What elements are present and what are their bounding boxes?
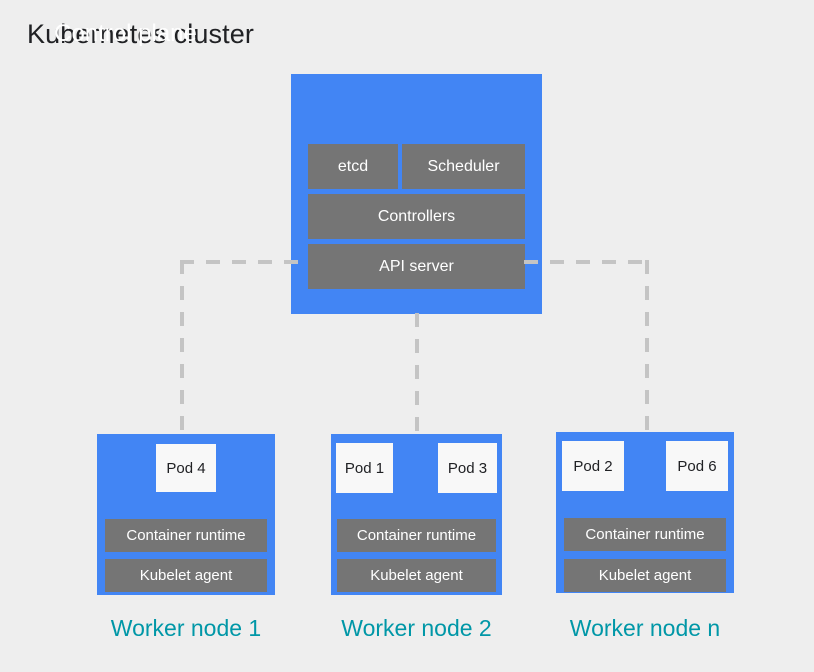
control-plane-title: Control plane [54,20,197,47]
control-plane-component-api-server: API server [308,244,525,289]
worker-node-2-pod-left: Pod 1 [336,443,393,493]
connector-api-server-to-worker-node-n-horizontal [524,260,649,264]
connector-api-server-to-worker-node-1-horizontal [180,260,310,264]
worker-node-1-label: Worker node 1 [110,615,262,641]
worker-node-2-kubelet-agent: Kubelet agent [337,559,496,592]
worker-node-2-pod-right: Pod 3 [438,443,497,493]
worker-node-1-kubelet-agent: Kubelet agent [105,559,267,592]
worker-node-1-pod: Pod 4 [156,444,216,492]
worker-node-1-container-runtime: Container runtime [105,519,267,552]
connector-api-server-to-worker-node-n-vertical [645,260,649,434]
connector-api-server-to-worker-node-2-vertical [415,313,419,436]
page-title: Kubernetes cluster [27,19,254,49]
worker-node-n-kubelet-agent: Kubelet agent [564,559,726,592]
control-plane-component-controllers: Controllers [308,194,525,239]
worker-node-n-pod-left: Pod 2 [562,441,624,491]
control-plane-component-scheduler: Scheduler [402,144,525,189]
worker-node-n-container-runtime: Container runtime [564,518,726,551]
worker-node-n-label: Worker node n [569,615,721,641]
control-plane-component-etcd: etcd [308,144,398,189]
connector-api-server-to-worker-node-1-vertical [180,260,184,436]
worker-node-n-pod-right: Pod 6 [666,441,728,491]
worker-node-2-container-runtime: Container runtime [337,519,496,552]
worker-node-2-label: Worker node 2 [341,615,492,641]
